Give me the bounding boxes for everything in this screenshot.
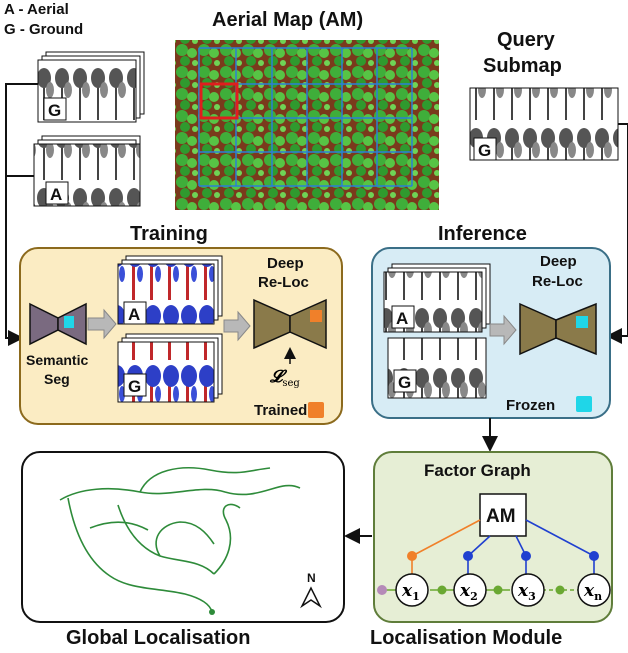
factor-graph-title: Factor Graph <box>424 461 531 480</box>
inference-reloc-label-1: Deep <box>540 253 577 270</box>
inference-title: Inference <box>438 223 527 245</box>
inference-reloc-network <box>519 302 597 356</box>
trained-label: Trained <box>254 402 307 419</box>
trajectory-map <box>59 467 301 613</box>
arrow-samples-to-reloc <box>223 310 251 342</box>
factor-node-blue-3 <box>589 551 599 561</box>
inference-aerial-stack: A <box>383 263 491 333</box>
query-submap-image: G <box>469 87 619 161</box>
legend-aerial: A - Aerial <box>4 1 69 18</box>
factor-node-orange <box>407 551 417 561</box>
inference-reloc-label-2: Re-Loc <box>532 273 583 290</box>
svg-text:x3: x3 <box>517 581 536 603</box>
aerial-pointcloud-stack: A <box>33 135 141 207</box>
ground-tag: G <box>48 101 61 120</box>
pose-node-3: x3 <box>511 573 545 607</box>
factor-node-blue-2 <box>521 551 531 561</box>
arrow-seg-to-samples <box>87 308 117 340</box>
frozen-label: Frozen <box>506 397 555 414</box>
north-label: N <box>307 571 316 585</box>
pose-node-1: x1 <box>395 573 429 607</box>
left-connectors <box>5 83 38 346</box>
inference-ground-tag: G <box>398 373 411 392</box>
am-node-label: AM <box>486 506 516 527</box>
global-localisation-caption: Global Localisation <box>66 627 250 648</box>
svg-text:xn: xn <box>583 581 602 603</box>
am-node <box>479 493 527 537</box>
training-aerial-seg-stack: A <box>117 255 223 325</box>
query-title-2: Submap <box>483 55 562 77</box>
training-reloc-label-2: Re-Loc <box>258 274 309 291</box>
semantic-seg-label-1: Semantic <box>26 352 88 368</box>
training-reloc-label-1: Deep <box>267 255 304 272</box>
inference-ground-image: G <box>387 337 487 399</box>
semantic-seg-label-2: Seg <box>44 371 70 387</box>
aerial-map-image <box>175 40 439 210</box>
aerial-tag: A <box>50 185 62 204</box>
semantic-seg-encoder <box>29 302 87 346</box>
svg-text:x1: x1 <box>401 581 420 603</box>
svg-text:x2: x2 <box>459 581 478 603</box>
trajectory-endpoint <box>209 609 215 615</box>
training-ground-tag: G <box>128 377 141 396</box>
legend-ground: G - Ground <box>4 21 83 38</box>
factor-graph-panel <box>373 451 613 623</box>
trained-swatch <box>308 402 324 418</box>
query-tag: G <box>478 141 491 160</box>
query-title-1: Query <box>497 29 556 51</box>
arrow-inference-to-reloc <box>489 314 517 346</box>
odometry-chain <box>377 585 578 595</box>
inference-aerial-tag: A <box>396 309 408 328</box>
query-connector <box>606 123 628 344</box>
pose-node-2: x2 <box>453 573 487 607</box>
ground-pointcloud-stack: G <box>37 51 145 123</box>
north-arrow-icon <box>300 586 322 609</box>
training-title: Training <box>130 223 208 245</box>
aerial-map-title: Aerial Map (AM) <box>212 9 363 31</box>
pose-node-n: xn <box>577 573 611 607</box>
training-reloc-network <box>253 298 327 350</box>
localisation-module-caption: Localisation Module <box>370 627 562 648</box>
frozen-swatch <box>576 396 592 412</box>
factor-node-blue-1 <box>463 551 473 561</box>
training-aerial-tag: A <box>128 305 140 324</box>
training-ground-seg-stack: G <box>117 333 223 403</box>
global-localisation-panel <box>21 451 345 623</box>
